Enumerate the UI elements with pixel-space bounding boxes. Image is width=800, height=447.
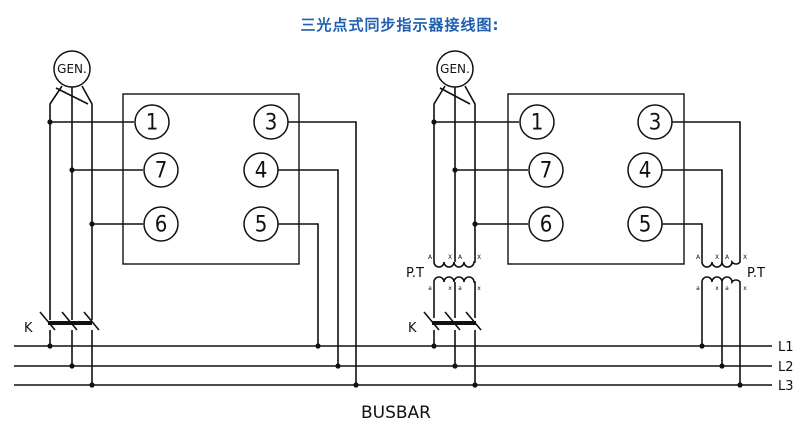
- terminal-1-left: [134, 104, 170, 140]
- gen-lead-cross-left: [55, 87, 89, 105]
- pt-bus-secondary-letter-1: a: [696, 285, 700, 292]
- terminal-6-right: [528, 206, 564, 242]
- terminal-7-left: [143, 152, 179, 188]
- potential-transformer-busbar-side: A X A X a x a x P.T: [696, 254, 765, 292]
- bus-label-l1: L1: [778, 340, 794, 355]
- terminal-7-label-right: 7: [540, 159, 553, 184]
- switch-k-left: K: [24, 311, 100, 388]
- pt-bus-secondary-letter-2: x: [715, 285, 719, 292]
- bus-label-l3: L3: [778, 379, 794, 394]
- terminal-7-right: [528, 152, 564, 188]
- terminal-1-label-right: 1: [531, 111, 544, 136]
- switch-blade-1-right: [423, 311, 440, 331]
- terminal-4-label-right: 4: [639, 159, 652, 184]
- terminal-5-label-right: 5: [639, 213, 652, 238]
- terminal-4-label-left: 4: [255, 159, 268, 184]
- wire-t4-bus-left: [278, 169, 339, 366]
- potential-transformer-generator-side: A X A X a x a x P.T: [406, 254, 481, 292]
- gen-lead-a-left: [49, 85, 63, 320]
- wire-t3-pt-right: [672, 121, 741, 255]
- pt-bus-primary-letter-3: A: [725, 254, 730, 261]
- generator-label-left: GEN.: [57, 62, 87, 76]
- switch-k-right: K: [408, 311, 482, 388]
- terminal-6-label-left: 6: [155, 213, 168, 238]
- busbar-label: BUSBAR: [361, 403, 431, 423]
- generator-label-right: GEN.: [440, 62, 470, 76]
- pt-gen-primary-letter-2: X: [448, 254, 452, 261]
- pt-gen-primary-letter-1: A: [428, 254, 433, 261]
- pt-bus-secondary-letter-3: a: [725, 285, 729, 292]
- right-scheme: GEN. 1 7 6 3 4 5: [406, 50, 765, 388]
- bus-label-l2: L2: [778, 360, 794, 375]
- pt-gen-secondary-letter-4: x: [477, 285, 481, 292]
- wire-t5-pt-right: [662, 223, 703, 255]
- gen-lead-a-right: [433, 85, 446, 255]
- pt-gen-secondary-letter-2: x: [448, 285, 452, 292]
- pt-gen-secondary-letter-3: a: [458, 285, 462, 292]
- terminal-5-label-left: 5: [255, 213, 268, 238]
- gen-lead-cross-right: [439, 87, 471, 105]
- terminal-6-label-right: 6: [540, 213, 553, 238]
- switch-label-left: K: [24, 321, 33, 336]
- terminal-3-label-left: 3: [265, 111, 278, 136]
- left-scheme: GEN. 1 7 6 3 4 5: [24, 50, 359, 388]
- pt-bus-primary-letter-4: X: [743, 254, 747, 261]
- pt-bus-primary-letter-2: X: [715, 254, 719, 261]
- terminal-1-right: [519, 104, 555, 140]
- pt-label-busbar-side: P.T: [747, 266, 765, 281]
- pt-bus-primary-letter-1: A: [696, 254, 701, 261]
- gen-lead-c-left: [81, 85, 93, 320]
- switch-label-right: K: [408, 321, 417, 336]
- pt-gen-secondary-letter-1: a: [428, 285, 432, 292]
- wire-t5-bus-left: [278, 223, 319, 346]
- wire-t3-bus-left: [288, 121, 357, 385]
- terminal-7-label-left: 7: [155, 159, 168, 184]
- pt-label-generator-side: P.T: [406, 266, 424, 281]
- pt-gen-primary-letter-4: X: [477, 254, 481, 261]
- gen-lead-c-right: [464, 85, 476, 255]
- wire-t4-pt-right: [662, 169, 723, 255]
- terminal-1-label-left: 1: [146, 111, 159, 136]
- terminal-3-label-right: 3: [649, 111, 662, 136]
- switch-blade-1-left: [39, 311, 56, 331]
- diagram-title: 三光点式同步指示器接线图:: [300, 16, 500, 34]
- busbars: L1 L2 L3 BUSBAR: [14, 340, 794, 423]
- pt-gen-primary-letter-3: A: [458, 254, 463, 261]
- terminal-6-left: [143, 206, 179, 242]
- pt-bus-secondary-letter-4: x: [743, 285, 747, 292]
